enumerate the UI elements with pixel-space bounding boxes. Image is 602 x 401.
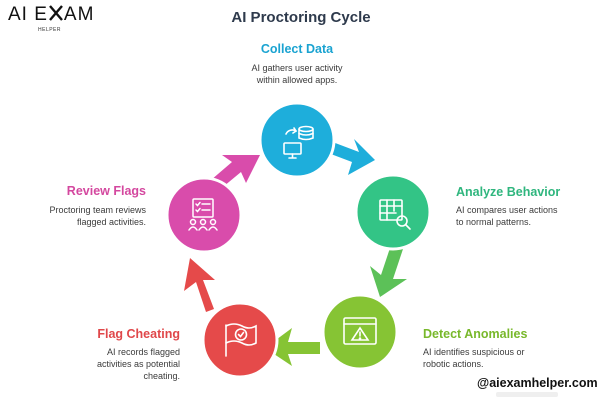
logo-x-mark-icon <box>48 5 64 21</box>
review-desc-line-2: flagged activities. <box>76 217 146 227</box>
arrow-flag-to-review <box>184 258 215 312</box>
detect-title: Detect Anomalies <box>423 327 528 341</box>
arrow-detect-to-flag <box>265 328 320 366</box>
database-sync-monitor-icon <box>283 125 314 159</box>
faint-watermark <box>496 392 558 397</box>
detect-desc-line-1: AI identifies suspicious or <box>423 347 525 357</box>
website-handle: @aiexamhelper.com <box>477 376 598 390</box>
review-title: Review Flags <box>66 184 146 198</box>
flag-check-icon <box>225 323 257 357</box>
analyze-desc-line-1: AI compares user actions <box>456 205 558 215</box>
review-desc-line-1: Proctoring team reviews <box>49 205 146 215</box>
brand-logo: AI E AM HELPER <box>8 4 93 38</box>
stage-detect <box>321 293 399 371</box>
analyze-desc-line-2: to normal patterns. <box>456 217 532 227</box>
label-analyze: Analyze Behavior AI compares user action… <box>456 185 596 228</box>
collect-title: Collect Data <box>260 42 334 56</box>
stage-collect <box>258 101 336 179</box>
checklist-team-icon <box>188 198 218 231</box>
label-detect: Detect Anomalies AI identifies suspiciou… <box>423 327 583 370</box>
label-collect: Collect Data AI gathers user activity wi… <box>217 42 377 86</box>
logo-text-right: AM <box>63 4 95 25</box>
arrow-analyze-to-detect <box>370 242 407 297</box>
flag-desc-line-3: cheating. <box>143 371 180 381</box>
analyze-title: Analyze Behavior <box>456 185 561 199</box>
stage-analyze <box>354 173 432 251</box>
collect-desc-line-1: AI gathers user activity <box>251 63 343 73</box>
flag-desc-line-1: AI records flagged <box>106 347 180 357</box>
stage-review <box>165 176 243 254</box>
label-review: Review Flags Proctoring team reviews fla… <box>10 184 146 228</box>
page-title: AI Proctoring Cycle <box>231 9 371 26</box>
logo-text-left: AI E <box>8 4 48 25</box>
flag-title: Flag Cheating <box>97 327 180 341</box>
label-flag: Flag Cheating AI records flagged activit… <box>40 327 180 382</box>
flag-desc-line-2: activities as potential <box>96 359 180 369</box>
collect-desc-line-2: within allowed apps. <box>256 75 338 85</box>
detect-desc-line-2: robotic actions. <box>423 359 484 369</box>
browser-warning-icon <box>343 317 377 345</box>
stage-flag <box>201 301 279 379</box>
logo-subtitle: HELPER <box>38 27 62 33</box>
table-magnifier-icon <box>379 199 411 230</box>
